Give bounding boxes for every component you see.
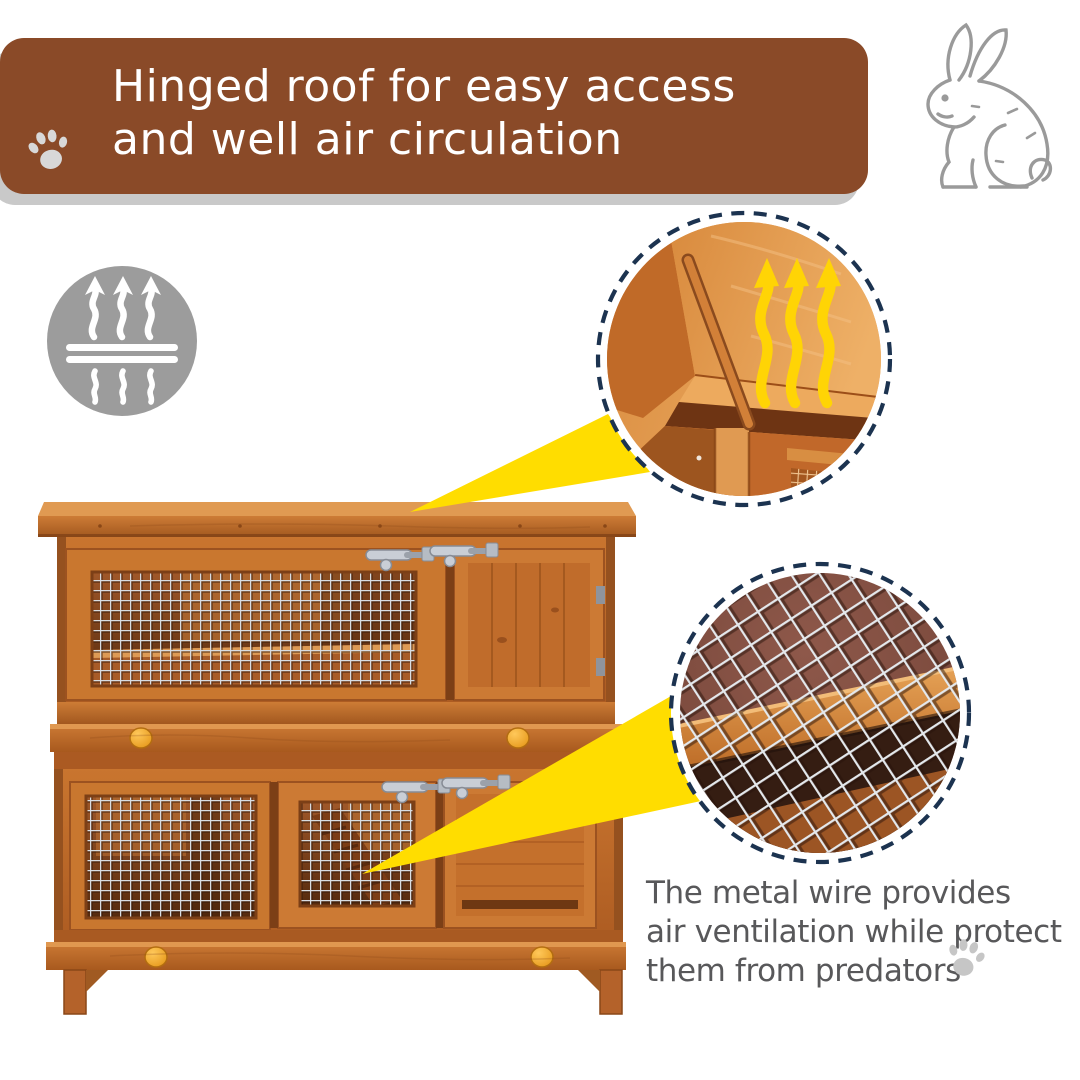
caption-line-3: them from predators [646, 953, 961, 989]
hutch-lower-level [54, 769, 623, 942]
paw-icon [28, 129, 68, 169]
mesh-callout-dashed-ring [668, 561, 972, 865]
roof-callout-circle [595, 210, 893, 508]
caption-line-1: The metal wire provides [646, 875, 1011, 911]
header-banner: Hinged roof for easy access and well air… [0, 38, 868, 194]
air-circulation-icon [47, 266, 197, 416]
wire-mesh-grid [680, 573, 960, 853]
page-title: Hinged roof for easy access and well air… [112, 60, 736, 166]
product-photo-hutch [38, 502, 636, 1015]
hutch-upper-level [57, 537, 615, 724]
mesh-caption: The metal wire provides air ventilation … [646, 874, 1062, 991]
hutch-base [46, 942, 626, 1015]
title-line-1: Hinged roof for easy access [112, 61, 736, 112]
airflow-arrows [754, 258, 841, 409]
title-line-2: and well air circulation [112, 114, 623, 165]
paw-icon-small [949, 939, 985, 976]
caption-line-2: air ventilation while protect [646, 914, 1062, 950]
hutch-tray [50, 724, 622, 769]
rabbit-icon [926, 22, 1053, 189]
hutch-roof [38, 502, 636, 537]
rabbit-eye [941, 94, 949, 102]
mesh-callout-circle [668, 561, 972, 865]
roof-callout-dashed-ring [595, 210, 893, 508]
